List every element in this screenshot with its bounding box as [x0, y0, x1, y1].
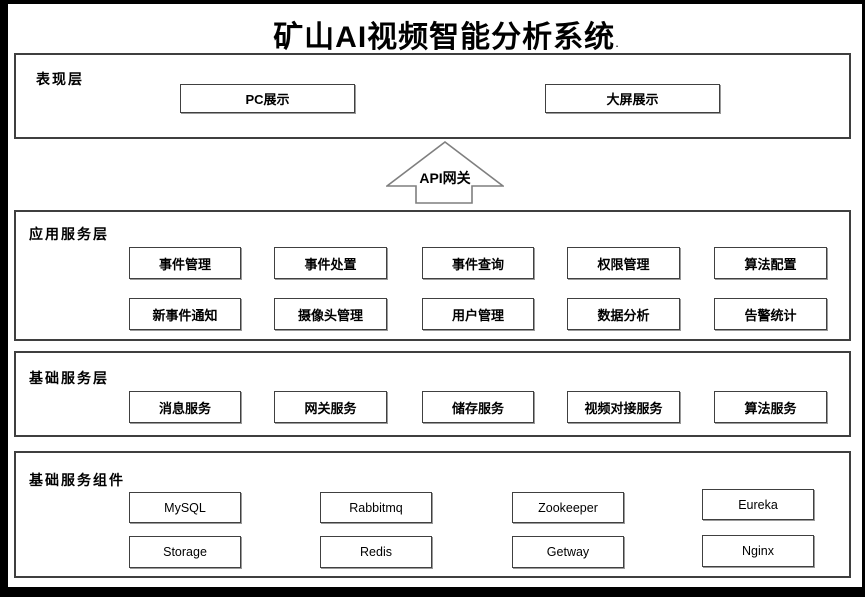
- box-storage-service: 储存服务: [422, 391, 534, 423]
- box-video-docking-service: 视频对接服务: [567, 391, 680, 423]
- box-getway: Getway: [512, 536, 624, 568]
- box-algorithm-config: 算法配置: [714, 247, 827, 279]
- box-message-service: 消息服务: [129, 391, 241, 423]
- box-rabbitmq: Rabbitmq: [320, 492, 432, 523]
- api-gateway-label: API网关: [419, 170, 471, 186]
- layer-components-label: 基础服务组件: [29, 472, 125, 488]
- api-gateway-arrow: API网关: [386, 141, 504, 205]
- box-nginx: Nginx: [702, 535, 814, 567]
- box-eureka: Eureka: [702, 489, 814, 520]
- layer-base-services: 基础服务层 消息服务 网关服务 储存服务 视频对接服务 算法服务: [14, 351, 851, 437]
- layer-application-label: 应用服务层: [29, 226, 109, 242]
- box-redis: Redis: [320, 536, 432, 568]
- diagram-title: 矿山AI视频智能分析系统.: [14, 12, 865, 56]
- box-user-management: 用户管理: [422, 298, 534, 330]
- box-big-screen-display: 大屏展示: [545, 84, 720, 113]
- box-permission-management: 权限管理: [567, 247, 680, 279]
- box-event-handling: 事件处置: [274, 247, 387, 279]
- layer-base-services-label: 基础服务层: [29, 370, 109, 386]
- title-period: .: [615, 35, 620, 50]
- box-event-management: 事件管理: [129, 247, 241, 279]
- box-pc-display: PC展示: [180, 84, 355, 113]
- layer-presentation: 表现层 PC展示 大屏展示: [14, 53, 851, 139]
- layer-presentation-label: 表现层: [36, 71, 84, 87]
- box-new-event-notify: 新事件通知: [129, 298, 241, 330]
- box-storage: Storage: [129, 536, 241, 568]
- box-event-query: 事件查询: [422, 247, 534, 279]
- layer-components: 基础服务组件 MySQL Rabbitmq Zookeeper Eureka S…: [14, 451, 851, 578]
- box-camera-management: 摄像头管理: [274, 298, 387, 330]
- box-data-analysis: 数据分析: [567, 298, 680, 330]
- up-arrow-icon: [386, 141, 504, 204]
- layer-application: 应用服务层 事件管理 事件处置 事件查询 权限管理 算法配置 新事件通知 摄像头…: [14, 210, 851, 341]
- box-zookeeper: Zookeeper: [512, 492, 624, 523]
- box-algorithm-service: 算法服务: [714, 391, 827, 423]
- title-text: 矿山AI视频智能分析系统: [273, 21, 616, 54]
- box-alarm-statistics: 告警统计: [714, 298, 827, 330]
- box-gateway-service: 网关服务: [274, 391, 387, 423]
- box-mysql: MySQL: [129, 492, 241, 523]
